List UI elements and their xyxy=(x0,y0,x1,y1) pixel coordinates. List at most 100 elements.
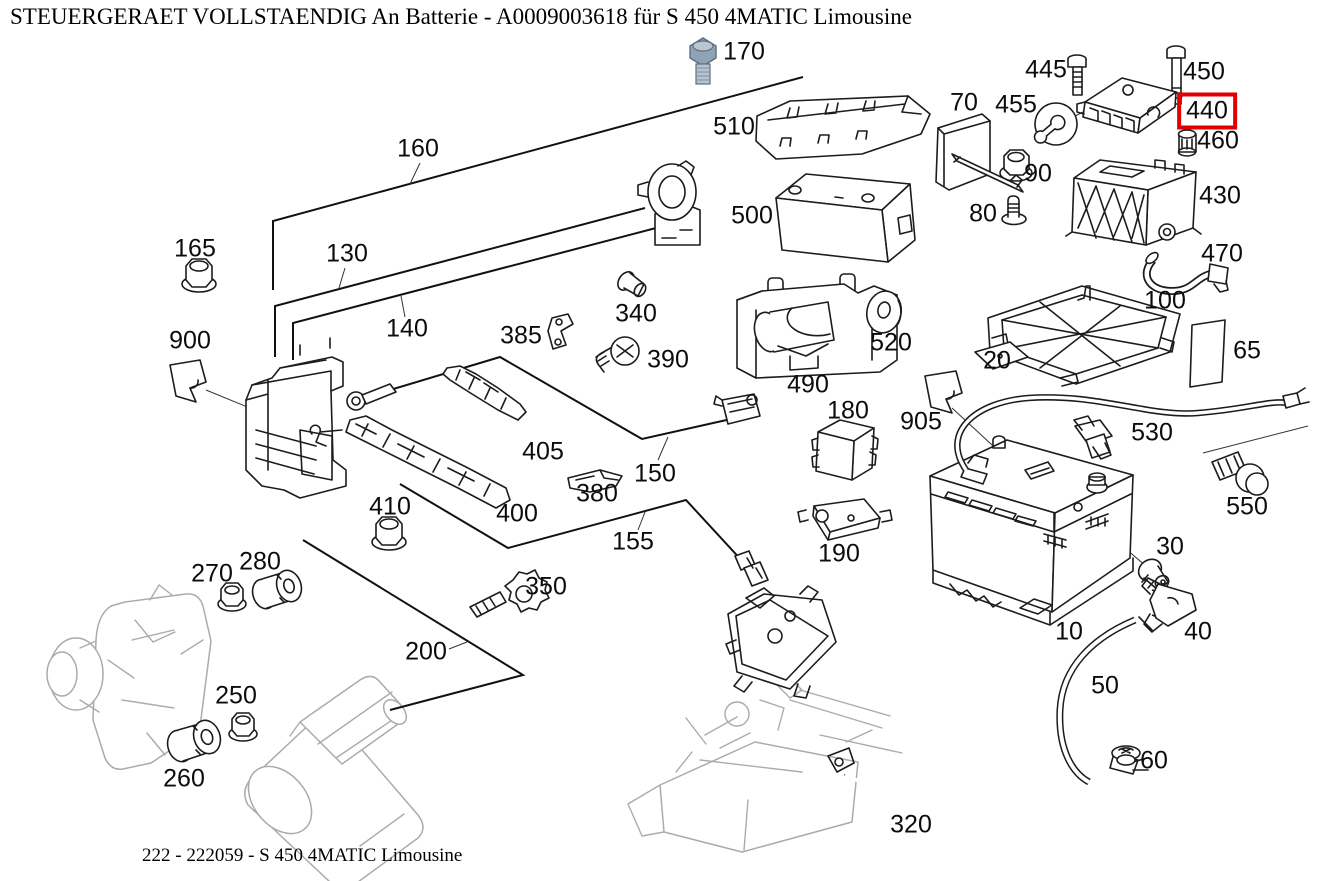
grommet-60-icon xyxy=(1111,745,1141,766)
part-label-385[interactable]: 385 xyxy=(500,321,542,350)
part-label-440[interactable]: 440 xyxy=(1177,92,1237,130)
part-label-410[interactable]: 410 xyxy=(369,492,411,521)
elbow-40-icon xyxy=(1138,574,1197,633)
battery-illustration xyxy=(929,435,1134,626)
part-label-160[interactable]: 160 xyxy=(397,134,439,163)
catalog-footer: 222 - 222059 - S 450 4MATIC Limousine xyxy=(142,845,463,866)
cable-530-illustration xyxy=(954,387,1310,472)
part-label-900[interactable]: 900 xyxy=(169,326,211,355)
pad-20-icon xyxy=(974,341,1029,370)
part-label-350[interactable]: 350 xyxy=(525,572,567,601)
part-label-490[interactable]: 490 xyxy=(787,370,829,399)
part-label-430[interactable]: 430 xyxy=(1199,181,1241,210)
aux-battery-500-illustration xyxy=(775,173,916,263)
bolt-350-icon xyxy=(469,569,550,618)
part-label-170[interactable]: 170 xyxy=(723,37,765,66)
part-label-530[interactable]: 530 xyxy=(1131,418,1173,447)
part-label-390[interactable]: 390 xyxy=(647,345,689,374)
part-label-460[interactable]: 460 xyxy=(1197,126,1239,155)
part-label-155[interactable]: 155 xyxy=(612,527,654,556)
tag-900-illustration xyxy=(169,359,207,403)
bracket-400-illustration xyxy=(309,415,511,509)
part-label-150[interactable]: 150 xyxy=(634,459,676,488)
bracket-405-illustration xyxy=(442,365,527,421)
sensor-holder-illustration xyxy=(637,160,701,246)
part-label-380[interactable]: 380 xyxy=(576,479,618,508)
part-label-140[interactable]: 140 xyxy=(386,314,428,343)
relay-190-illustration xyxy=(797,498,893,541)
bracket-385-icon xyxy=(547,313,574,350)
part-label-40[interactable]: 40 xyxy=(1184,617,1212,646)
part-label-470[interactable]: 470 xyxy=(1201,239,1243,268)
part-label-510[interactable]: 510 xyxy=(713,112,755,141)
nut-410-icon xyxy=(371,516,407,551)
part-label-500[interactable]: 500 xyxy=(731,201,773,230)
bushing-260-icon xyxy=(166,719,222,763)
clip-380-icon xyxy=(567,469,623,493)
bolt-170-icon xyxy=(689,37,717,85)
part-label-80[interactable]: 80 xyxy=(969,199,997,228)
part-label-60[interactable]: 60 xyxy=(1140,746,1168,775)
nut-270-icon xyxy=(217,582,247,612)
nut-250-icon xyxy=(228,712,258,742)
part-label-50[interactable]: 50 xyxy=(1091,671,1119,700)
cap-460-icon xyxy=(1177,129,1197,157)
screw-80-icon xyxy=(1001,195,1027,226)
clip-340-icon xyxy=(617,271,647,298)
cover-510-illustration xyxy=(755,95,931,160)
plate-70-illustration xyxy=(935,113,1024,193)
part-label-20[interactable]: 20 xyxy=(983,346,1011,375)
part-label-270[interactable]: 270 xyxy=(191,559,233,588)
engine-block-illustration xyxy=(627,679,903,853)
part-label-905[interactable]: 905 xyxy=(900,407,942,436)
aux-battery-430-illustration xyxy=(1065,159,1202,246)
part-label-400[interactable]: 400 xyxy=(496,499,538,528)
part-label-405[interactable]: 405 xyxy=(522,437,564,466)
module-180-illustration xyxy=(811,419,879,481)
hose-470-icon xyxy=(1142,251,1229,295)
label-65-icon xyxy=(1189,319,1226,388)
tag-905-illustration xyxy=(924,370,963,414)
bolt-445-icon xyxy=(1067,54,1087,96)
part-label-10[interactable]: 10 xyxy=(1055,617,1083,646)
bushing-280-icon xyxy=(251,569,303,610)
part-label-30[interactable]: 30 xyxy=(1156,532,1184,561)
starter-motor-illustration xyxy=(244,675,424,881)
part-label-520[interactable]: 520 xyxy=(870,328,912,357)
screw-390-icon xyxy=(595,336,640,373)
part-label-180[interactable]: 180 xyxy=(827,396,869,425)
wrench-455-icon xyxy=(1033,102,1078,146)
part-label-65[interactable]: 65 xyxy=(1233,336,1261,365)
hose-50-icon xyxy=(1056,616,1137,786)
part-label-100[interactable]: 100 xyxy=(1144,286,1186,315)
part-label-445[interactable]: 445 xyxy=(1025,55,1067,84)
part-label-450[interactable]: 450 xyxy=(1183,57,1225,86)
plug-30-icon xyxy=(1137,558,1170,591)
ground-cable-320-illustration xyxy=(827,742,1149,793)
housing-490-illustration xyxy=(736,273,898,379)
part-label-455[interactable]: 455 xyxy=(995,90,1037,119)
cable-lug-illustration xyxy=(346,383,397,411)
grommet-520-icon xyxy=(866,290,902,334)
inline-connector-155-icon xyxy=(734,550,769,587)
part-label-90[interactable]: 90 xyxy=(1024,159,1052,188)
page-title: STEUERGERAET VOLLSTAENDIG An Batterie - … xyxy=(10,4,912,29)
part-label-190[interactable]: 190 xyxy=(818,539,860,568)
mounting-plate-illustration xyxy=(725,585,837,699)
part-label-260[interactable]: 260 xyxy=(163,764,205,793)
part-label-200[interactable]: 200 xyxy=(405,637,447,666)
part-label-340[interactable]: 340 xyxy=(615,299,657,328)
connector-150-icon xyxy=(713,393,761,425)
part-label-250[interactable]: 250 xyxy=(215,681,257,710)
part-label-320[interactable]: 320 xyxy=(890,810,932,839)
part-label-550[interactable]: 550 xyxy=(1226,492,1268,521)
nut-90-icon xyxy=(999,149,1033,182)
leader-lines xyxy=(205,76,1309,711)
part-label-130[interactable]: 130 xyxy=(326,239,368,268)
part-label-165[interactable]: 165 xyxy=(174,234,216,263)
part-label-70[interactable]: 70 xyxy=(950,88,978,117)
part-label-280[interactable]: 280 xyxy=(239,547,281,576)
nut-165-icon xyxy=(181,258,217,293)
